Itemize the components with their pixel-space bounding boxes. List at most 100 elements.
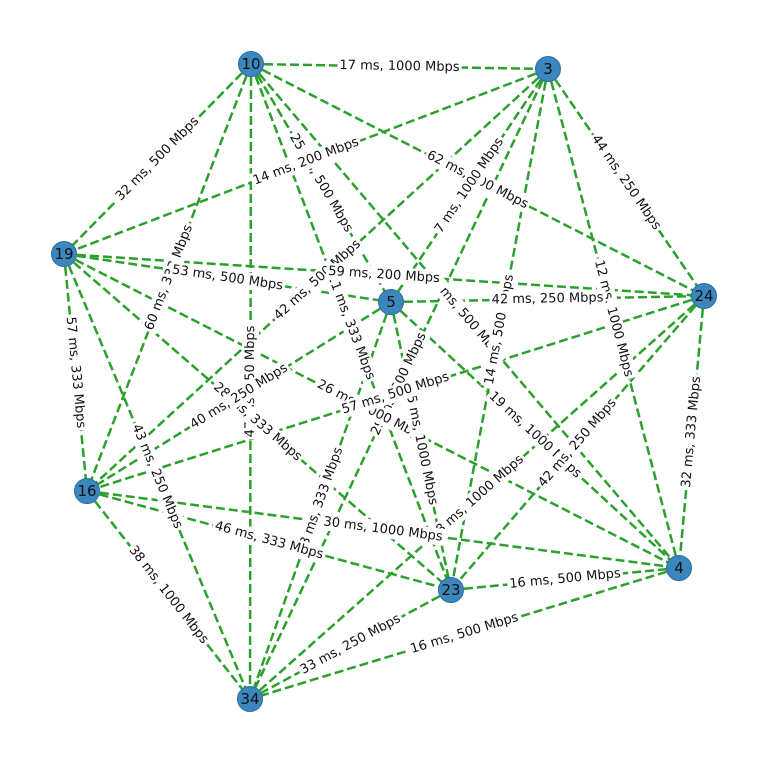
node-label: 24 <box>694 287 713 305</box>
edge-label-text: 38 ms, 1000 Mbps <box>126 543 212 647</box>
edge-23-4 <box>450 566 680 592</box>
edge-label-16-4: 30 ms, 1000 Mbps <box>320 513 446 546</box>
edge-label-text: 30 ms, 1000 Mbps <box>322 514 443 544</box>
node-4: 4 <box>666 555 692 581</box>
nodes-layer: 10 3 19 5 24 16 23 4 34 <box>51 51 717 712</box>
edge-label-background <box>337 56 462 77</box>
node-24: 24 <box>691 283 717 309</box>
edge-label-background <box>533 393 622 493</box>
edge-label-background <box>430 132 510 239</box>
edge-24-16 <box>86 294 705 493</box>
node-circle <box>691 283 717 309</box>
edge-label-text: 32 ms, 500 Mbps <box>113 114 202 204</box>
edge-3-34 <box>248 68 550 700</box>
edge-label-5-16: 40 ms, 250 Mbps <box>185 358 293 435</box>
edge-label-background <box>140 220 198 335</box>
edge-label-19-24: 59 ms, 200 Mbps <box>325 262 443 288</box>
edge-label-background <box>506 564 624 594</box>
edge-3-19 <box>63 67 549 256</box>
node-label: 3 <box>543 60 553 78</box>
node-19: 19 <box>51 241 77 267</box>
node-circle <box>438 577 464 603</box>
edge-label-background <box>406 608 523 659</box>
edge-16-4 <box>86 489 680 570</box>
edge-label-background <box>295 609 406 680</box>
edge-label-background <box>61 314 90 432</box>
edge-5-16 <box>86 300 392 493</box>
edge-label-background <box>589 256 638 381</box>
edge-label-background <box>110 111 205 207</box>
edge-label-text: 40 ms, 250 Mbps <box>188 360 291 432</box>
node-circle <box>238 51 264 77</box>
edge-label-background <box>322 269 380 385</box>
edge-3-5 <box>389 68 550 303</box>
node-circle <box>74 478 100 504</box>
edge-label-10-3: 17 ms, 1000 Mbps <box>337 56 462 77</box>
edge-label-background <box>421 266 510 366</box>
edge-label-text: 32 ms, 333 Mbps <box>679 375 704 488</box>
node-circle <box>51 241 77 267</box>
node-circle <box>378 289 404 315</box>
edge-label-text: 16 ms, 500 Mbps <box>409 610 521 657</box>
edge-label-text: 35 ms, 1000 Mbps <box>401 386 440 507</box>
edge-label-text: 44 ms, 250 Mbps <box>588 132 664 233</box>
node-label: 34 <box>240 690 259 708</box>
edge-label-background <box>312 375 431 447</box>
node-10: 10 <box>238 51 264 77</box>
node-circle <box>535 56 561 82</box>
edge-label-23-4: 16 ms, 500 Mbps <box>506 564 624 594</box>
node-label: 19 <box>54 245 73 263</box>
edge-label-19-16: 57 ms, 333 Mbps <box>61 314 90 432</box>
edge-label-background <box>424 449 530 546</box>
edge-label-background <box>126 419 188 534</box>
node-16: 16 <box>74 478 100 504</box>
edge-label-background <box>123 540 214 650</box>
edge-label-text: 43 ms, 250 Mbps <box>129 422 186 531</box>
edge-label-24-4: 32 ms, 333 Mbps <box>677 373 706 491</box>
node-label: 16 <box>77 482 96 500</box>
edge-label-background <box>586 129 666 236</box>
node-3: 3 <box>535 56 561 82</box>
edge-3-4 <box>546 68 681 569</box>
edge-label-background <box>337 367 454 420</box>
edge-label-10-23: 21 ms, 333 Mbps <box>322 269 380 385</box>
edge-label-background <box>168 261 287 295</box>
edge-label-background <box>489 289 606 309</box>
node-label: 4 <box>674 559 684 577</box>
edge-label-5-24: 42 ms, 250 Mbps <box>489 289 606 309</box>
edge-label-background <box>210 517 328 564</box>
edge-label-background <box>325 262 443 288</box>
node-5: 5 <box>378 289 404 315</box>
edge-label-19-5: 53 ms, 500 Mbps <box>168 261 287 295</box>
edge-label-background <box>677 373 706 491</box>
edge-label-text: 59 ms, 200 Mbps <box>328 264 441 286</box>
edge-label-background <box>185 358 293 435</box>
edge-label-text: 21 ms, 333 Mbps <box>324 272 378 382</box>
edge-label-16-34: 38 ms, 1000 Mbps <box>123 540 214 650</box>
edge-label-background <box>248 132 364 191</box>
edge-label-text: 42 ms, 250 Mbps <box>491 290 603 307</box>
edge-label-3-24: 44 ms, 250 Mbps <box>586 129 666 236</box>
edge-label-text: 57 ms, 333 Mbps <box>63 316 89 429</box>
node-circle <box>666 555 692 581</box>
edge-label-background <box>320 513 446 546</box>
node-label: 10 <box>241 55 260 73</box>
edge-label-text: 16 ms, 500 Mbps <box>509 566 622 592</box>
edge-label-text: 17 ms, 1000 Mbps <box>339 58 460 75</box>
node-label: 5 <box>386 293 396 311</box>
edge-label-19-34: 43 ms, 250 Mbps <box>126 419 188 534</box>
edge-19-23 <box>63 253 452 591</box>
edge-label-4-34: 16 ms, 500 Mbps <box>406 608 523 659</box>
edge-label-background <box>293 442 348 558</box>
node-23: 23 <box>438 577 464 603</box>
node-34: 34 <box>237 686 263 712</box>
edge-label-10-19: 32 ms, 500 Mbps <box>110 111 205 207</box>
edge-label-background <box>269 234 367 326</box>
node-label: 23 <box>441 581 460 599</box>
edge-label-background <box>400 383 443 509</box>
edge-23-34 <box>249 588 452 701</box>
edge-label-5-23: 35 ms, 1000 Mbps <box>400 383 443 509</box>
node-circle <box>237 686 263 712</box>
